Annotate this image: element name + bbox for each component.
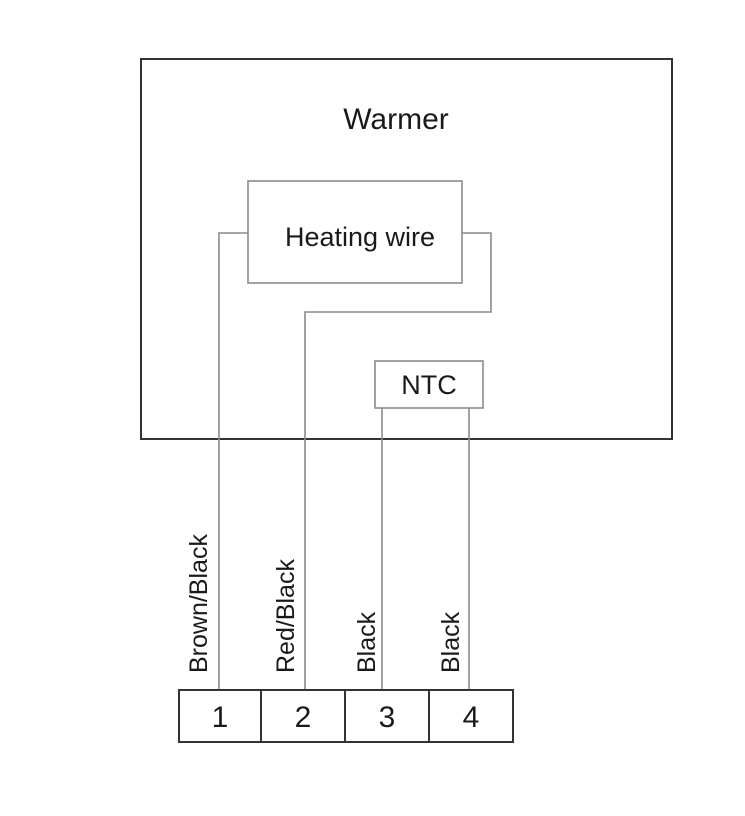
wire-label-4: Black bbox=[437, 611, 465, 673]
ntc-label: NTC bbox=[401, 370, 457, 400]
heating-wire-element bbox=[247, 180, 463, 284]
connector-pin-3 bbox=[344, 689, 430, 743]
wire-pin-2 bbox=[304, 232, 492, 690]
wire-label-2: Red/Black bbox=[272, 559, 300, 673]
connector-pin-4 bbox=[428, 689, 514, 743]
wire-label-1: Brown/Black bbox=[185, 534, 213, 673]
heating-wire-label: Heating wire bbox=[285, 222, 435, 252]
ntc-sensor bbox=[374, 360, 484, 409]
warmer-enclosure bbox=[140, 58, 673, 440]
pin-number-2: 2 bbox=[295, 701, 312, 734]
pin-number-4: 4 bbox=[463, 701, 480, 734]
warmer-label: Warmer bbox=[343, 103, 449, 136]
pin-number-1: 1 bbox=[212, 701, 229, 734]
connector: 1 2 3 4 bbox=[178, 689, 514, 743]
wire-pin-1 bbox=[218, 232, 248, 690]
wire-label-3: Black bbox=[353, 611, 381, 673]
pin-number-3: 3 bbox=[379, 701, 396, 734]
connector-pin-2 bbox=[260, 689, 346, 743]
